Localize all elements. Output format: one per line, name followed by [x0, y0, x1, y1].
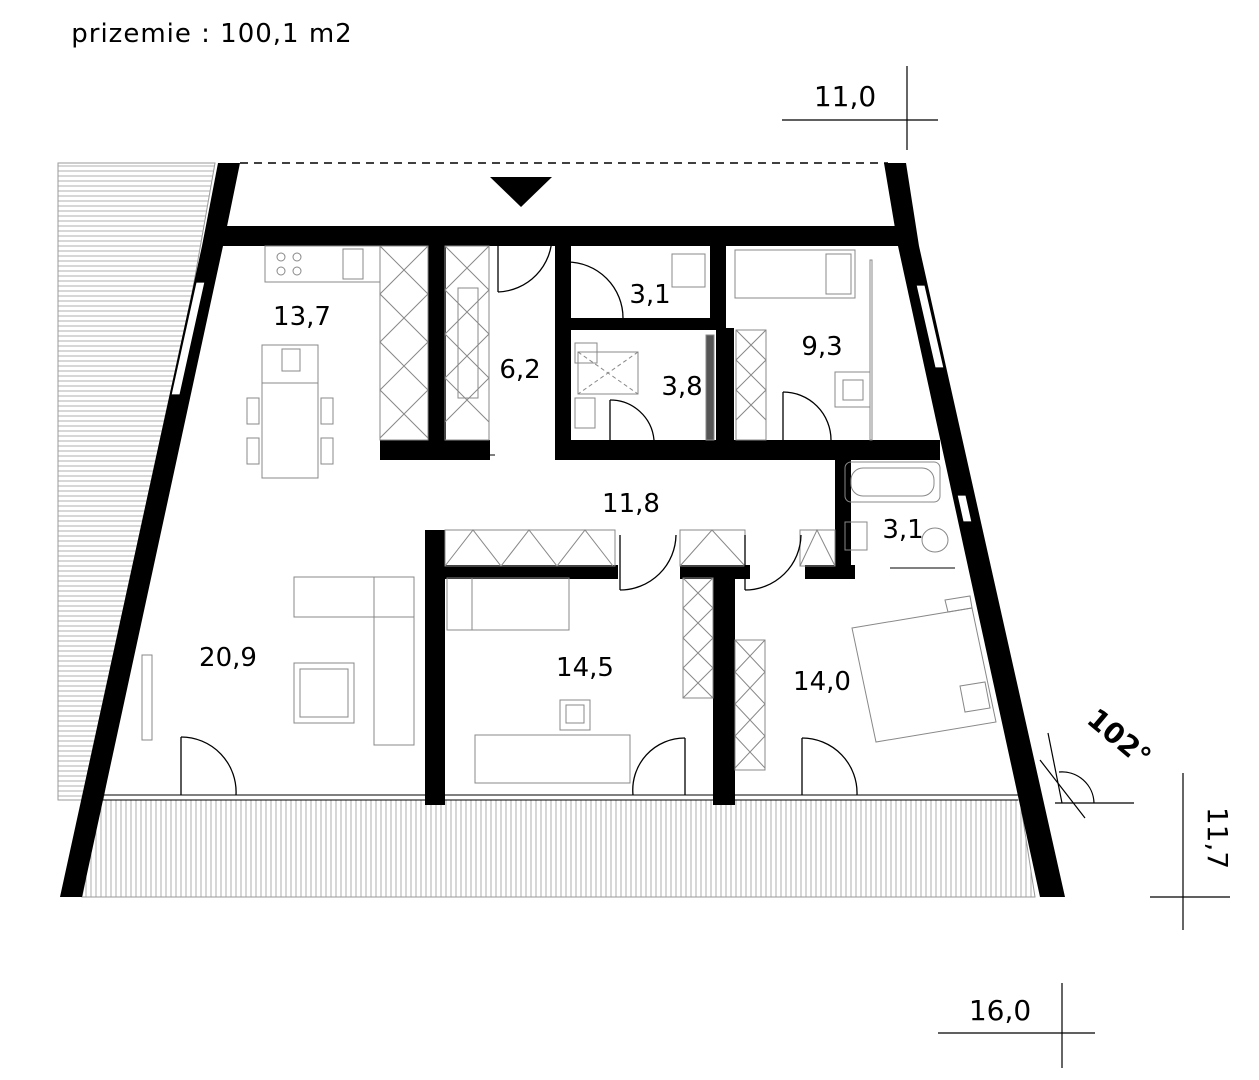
- dimension-top: 11,0: [782, 66, 938, 150]
- dimension-bottom: 16,0: [938, 983, 1095, 1068]
- dimension-bottom-label: 16,0: [969, 994, 1031, 1027]
- wardrobes: [379, 245, 836, 771]
- dimension-depth: 11,7: [1150, 773, 1234, 930]
- thin-lines: [100, 231, 1018, 801]
- angle-marker: 102°: [1039, 702, 1158, 819]
- room-area-bedroom-middle: 14,5: [556, 653, 614, 683]
- room-area-bedroom-small: 9,3: [801, 332, 842, 362]
- room-labels: 13,7 20,9 6,2 3,1 3,8 9,3 11,8 3,1 14,5 …: [199, 280, 924, 697]
- exterior-walls: [60, 163, 1065, 897]
- dimension-depth-label: 11,7: [1201, 807, 1234, 869]
- angle-label: 102°: [1081, 702, 1158, 774]
- room-area-kitchen: 13,7: [273, 302, 331, 332]
- room-area-shower: 3,8: [661, 372, 702, 402]
- plan-title: prizemie : 100,1 m2: [71, 19, 352, 49]
- terrace-bottom: [81, 799, 1036, 898]
- room-area-wc: 3,1: [629, 280, 670, 310]
- room-area-bedroom-master: 14,0: [793, 667, 851, 697]
- windows: [170, 281, 973, 523]
- room-area-living: 20,9: [199, 643, 257, 673]
- furniture: [141, 245, 997, 784]
- entrance-arrow-icon: [490, 177, 552, 207]
- room-area-hall: 11,8: [602, 489, 660, 519]
- terrace-left: [57, 162, 216, 801]
- interior-walls: [380, 226, 940, 805]
- doors: [180, 232, 858, 796]
- room-area-wardrobe: 6,2: [499, 355, 540, 385]
- room-area-bath: 3,1: [882, 515, 923, 545]
- dimension-top-label: 11,0: [814, 80, 876, 113]
